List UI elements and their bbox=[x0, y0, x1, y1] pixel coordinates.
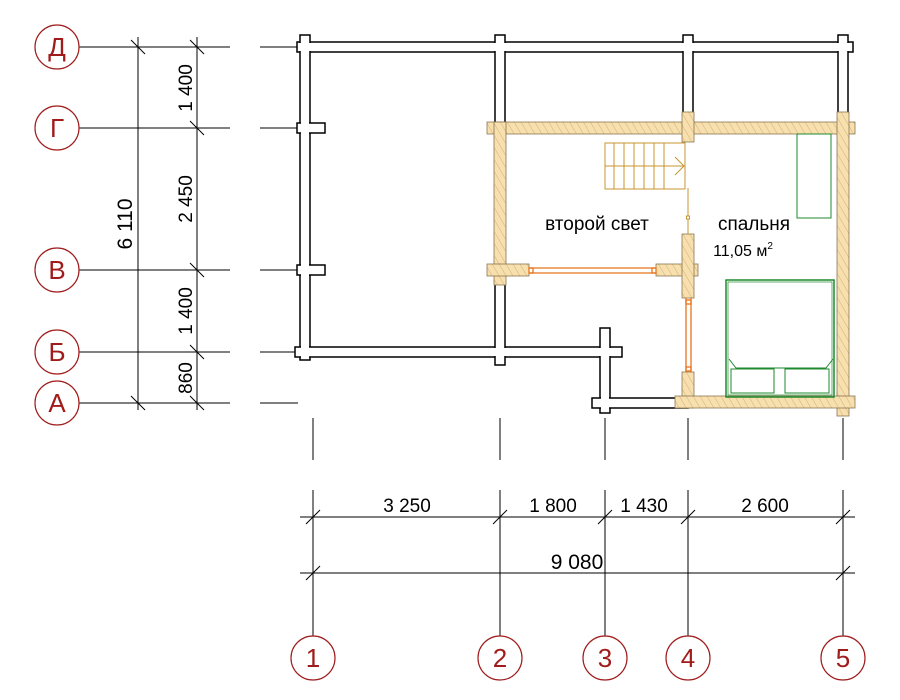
axis-marker-V: В bbox=[34, 247, 80, 293]
window-horizontal bbox=[528, 267, 657, 274]
axis-marker-A: А bbox=[34, 380, 80, 426]
svg-text:3: 3 bbox=[598, 643, 612, 673]
dim-total-vertical: 6 110 bbox=[114, 199, 137, 250]
column-axis-markers: 1 2 3 4 5 bbox=[290, 635, 866, 681]
dim-v-3: 1 400 bbox=[176, 287, 197, 335]
dim-h-4: 2 600 bbox=[741, 496, 789, 517]
svg-text:Г: Г bbox=[50, 113, 64, 143]
vertical-dimension-lines bbox=[130, 37, 205, 411]
axis-marker-3: 3 bbox=[582, 635, 628, 681]
svg-text:Б: Б bbox=[48, 337, 65, 367]
room-area-bedroom: 11,05 м2 bbox=[713, 241, 773, 260]
svg-text:2: 2 bbox=[493, 643, 507, 673]
horizontal-dimension-lines bbox=[300, 509, 855, 581]
partition-line bbox=[686, 188, 690, 234]
axis-marker-D: Д bbox=[34, 24, 80, 70]
dim-v-4: 860 bbox=[176, 362, 197, 394]
dim-h-1: 3 250 bbox=[383, 496, 431, 517]
dim-h-2: 1 800 bbox=[529, 496, 577, 517]
area-value: 11,05 м bbox=[713, 243, 767, 260]
room-label-second-light: второй свет bbox=[545, 214, 649, 235]
axis-marker-B: Б bbox=[34, 329, 80, 375]
axis-marker-1: 1 bbox=[290, 635, 336, 681]
log-walls-fill bbox=[296, 36, 852, 412]
row-axis-lines bbox=[79, 46, 300, 404]
stair bbox=[604, 142, 686, 190]
dim-total-horizontal: 9 080 bbox=[551, 551, 604, 574]
svg-text:А: А bbox=[48, 388, 66, 418]
area-unit-sup: 2 bbox=[767, 241, 773, 252]
window-vertical bbox=[685, 298, 692, 372]
room-label-bedroom: спальня bbox=[718, 214, 790, 235]
wardrobe bbox=[796, 133, 832, 219]
axis-marker-5: 5 bbox=[820, 635, 866, 681]
column-axis-lines bbox=[312, 418, 844, 636]
bed bbox=[725, 279, 835, 398]
axis-marker-4: 4 bbox=[665, 635, 711, 681]
timber-walls bbox=[486, 111, 856, 417]
svg-text:5: 5 bbox=[836, 643, 850, 673]
dim-h-3: 1 430 bbox=[620, 496, 668, 517]
dim-v-1: 1 400 bbox=[176, 64, 197, 112]
axis-marker-G: Г bbox=[34, 105, 80, 151]
svg-text:4: 4 bbox=[681, 643, 695, 673]
row-axis-markers: Д Г В Б А bbox=[34, 24, 80, 426]
svg-text:Д: Д bbox=[48, 32, 66, 62]
axis-marker-2: 2 bbox=[477, 635, 523, 681]
dim-v-2: 2 450 bbox=[176, 175, 197, 223]
svg-text:В: В bbox=[48, 255, 65, 285]
svg-text:1: 1 bbox=[306, 643, 320, 673]
